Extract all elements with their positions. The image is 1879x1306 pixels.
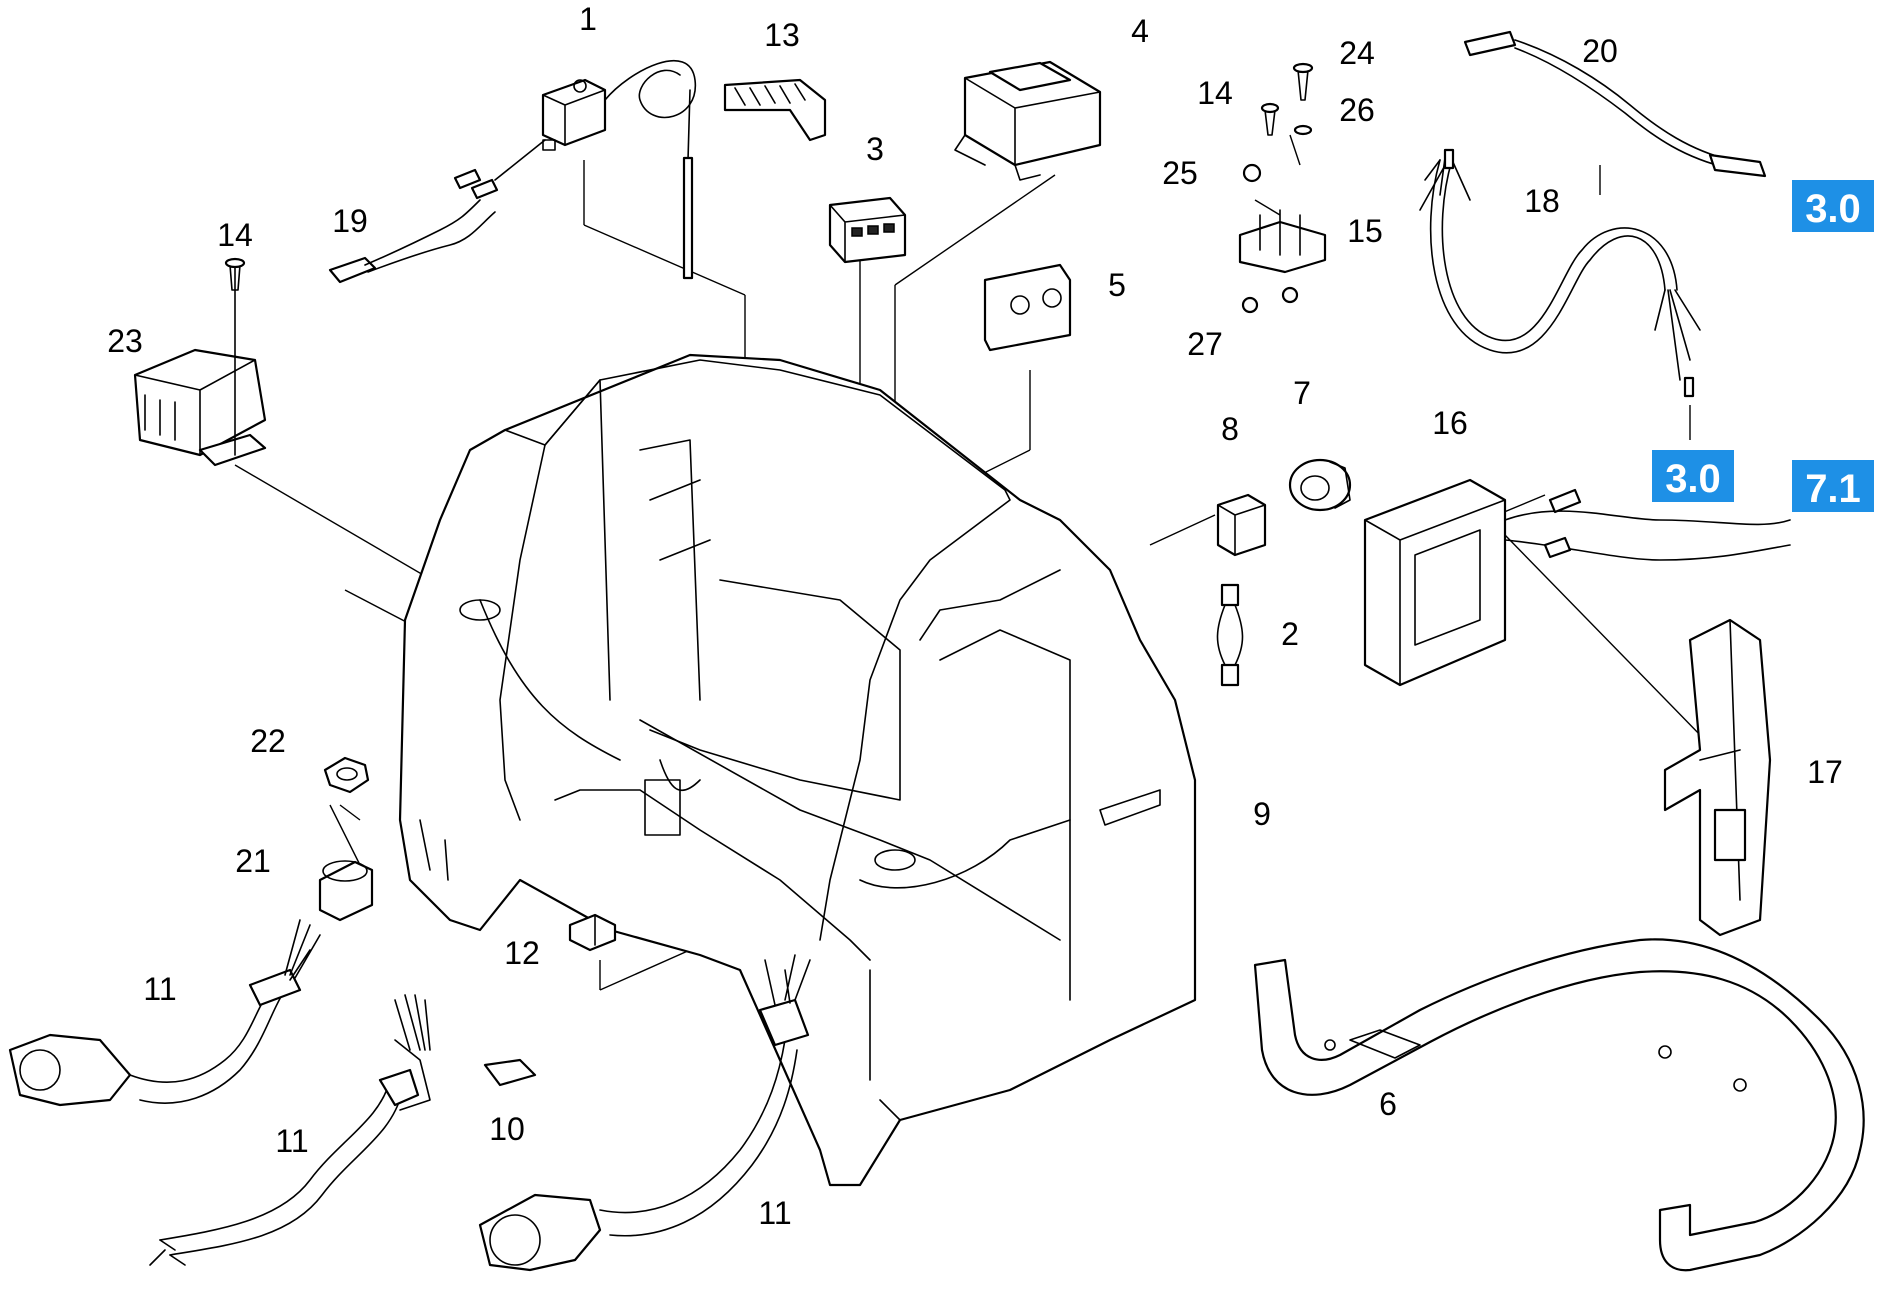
part-contactor-23 [133,257,267,467]
part-transformer-16 [1363,478,1791,687]
label-11-mid: 11 [275,1123,308,1159]
part-bracket-5 [983,263,1072,352]
part-handle-frame-6 [1253,938,1865,1272]
label-11-right: 11 [758,1195,791,1231]
label-17: 17 [1807,754,1843,790]
part-clip-12 [568,913,617,952]
label-14-left: 14 [217,217,253,253]
badge-ref-20-text: 3.0 [1805,187,1861,231]
label-2: 2 [1281,616,1299,652]
badge-ref-18[interactable]: 3.0 [1652,450,1734,502]
label-22: 22 [250,723,286,759]
part-power-cable-11-mid [149,994,431,1266]
label-9: 9 [1253,796,1271,832]
part-power-cable-11-right [478,954,811,1272]
part-power-cable-11-left [8,919,321,1107]
label-26: 26 [1339,92,1375,128]
part-labels: 1 2 3 4 5 6 7 8 9 10 11 11 11 12 13 14 1… [107,1,1843,1231]
label-3: 3 [866,131,884,167]
part-nut-22 [323,756,370,794]
label-15: 15 [1347,213,1383,249]
label-11-left: 11 [143,971,176,1007]
label-6: 6 [1379,1086,1397,1122]
label-25: 25 [1162,155,1198,191]
part-cable-19 [328,139,546,284]
part-switch-8 [1216,493,1267,557]
label-21: 21 [235,843,271,879]
part-connector-2 [1216,583,1244,687]
part-housing-9 [398,353,1197,1187]
label-1: 1 [579,1,597,37]
badge-ref-18-text: 3.0 [1665,457,1721,501]
part-harness-18 [1419,148,1701,398]
part-comb-13 [723,78,827,142]
part-terminal-3 [828,196,907,264]
label-13: 13 [764,17,800,53]
badge-ref-16-text: 7.1 [1805,467,1861,511]
part-holder-17 [1663,618,1772,937]
label-8: 8 [1221,411,1239,447]
badge-ref-20[interactable]: 3.0 [1792,180,1874,232]
part-ribbon-cable-20 [1463,30,1767,178]
label-27: 27 [1187,326,1223,362]
reference-badges: 3.0 3.0 7.1 [1652,180,1874,512]
label-14-top: 14 [1197,75,1233,111]
part-knob-7 [1288,458,1352,512]
label-10: 10 [489,1111,525,1147]
part-transformer-4 [954,60,1102,181]
label-19: 19 [332,203,368,239]
label-24: 24 [1339,35,1375,71]
label-4: 4 [1131,13,1149,49]
badge-ref-16[interactable]: 7.1 [1792,460,1874,512]
part-hardware-group [1238,62,1327,314]
part-thermostat [541,60,696,280]
label-23: 23 [107,323,143,359]
label-16: 16 [1432,405,1468,441]
label-7: 7 [1293,375,1311,411]
label-20: 20 [1582,33,1618,69]
part-gland-21 [318,860,374,922]
label-18: 18 [1524,183,1560,219]
label-5: 5 [1108,267,1126,303]
part-cable-tie-10 [483,1058,537,1087]
label-12: 12 [504,935,540,971]
